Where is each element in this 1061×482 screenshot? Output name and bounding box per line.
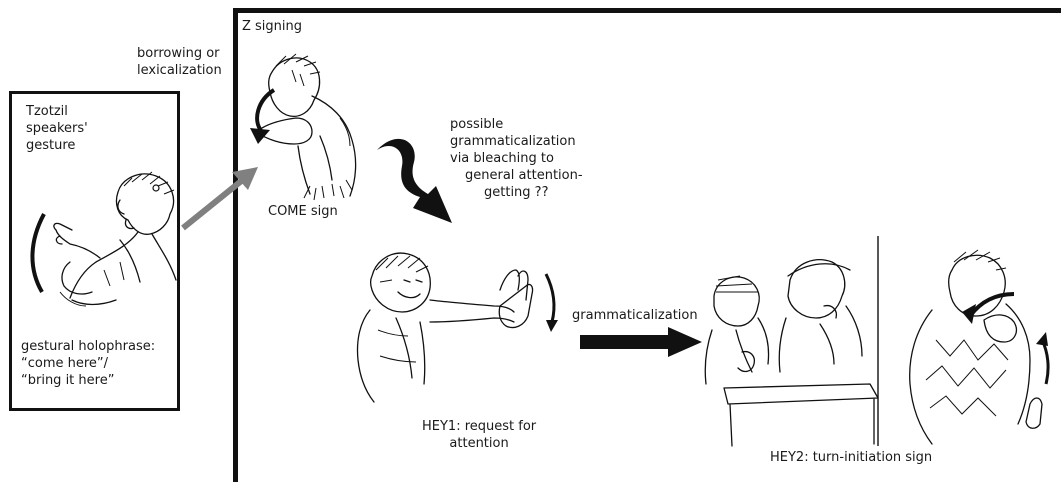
holophrase-caption-line-3: “bring it here” [21,373,115,388]
hey2-figures [704,236,1050,447]
bleaching-curved-arrow [377,138,452,223]
holophrase-caption: gestural holophrase: “come here”/ “bring… [21,338,155,389]
z-signing-panel [233,8,1061,482]
holophrase-caption-line-2: “come here”/ [21,356,109,371]
borrowing-label-line-2: lexicalization [137,63,222,78]
tzotzil-title-line-2: speakers' [26,121,88,136]
bleaching-note-line-3: via bleaching to [450,151,554,166]
tzotzil-title-line-3: gesture [26,138,76,153]
tzotzil-gesture-figure [30,171,177,307]
bleaching-note-line-5: getting ?? [484,185,549,200]
bleaching-note-line-2: grammaticalization [450,134,576,149]
hey1-figure [356,252,558,403]
borrowing-arrow [181,167,258,231]
bleaching-note-line-4: general attention- [465,168,583,183]
bleaching-note: possible grammaticalization via bleachin… [450,116,583,201]
borrowing-label: borrowing or lexicalization [137,45,222,79]
hey1-caption-line-1: HEY1: request for [422,419,537,434]
come-sign-figure [250,53,357,201]
holophrase-caption-line-1: gestural holophrase: [21,339,156,354]
grammaticalization-arrow [580,327,702,357]
tzotzil-title-line-1: Tzotzil [26,104,68,119]
grammaticalization-label: grammaticalization [572,308,698,323]
come-sign-label: COME sign [268,204,338,219]
borrowing-label-line-1: borrowing or [137,46,220,61]
bleaching-note-line-1: possible [450,117,504,132]
hey1-caption: HEY1: request for attention [422,418,536,452]
z-signing-title: Z signing [242,19,303,34]
tzotzil-title: Tzotzil speakers' gesture [26,103,88,154]
hey2-caption: HEY2: turn-initiation sign [770,450,933,465]
tzotzil-gesture-panel [9,91,180,411]
hey1-caption-line-2: attention [449,436,509,451]
